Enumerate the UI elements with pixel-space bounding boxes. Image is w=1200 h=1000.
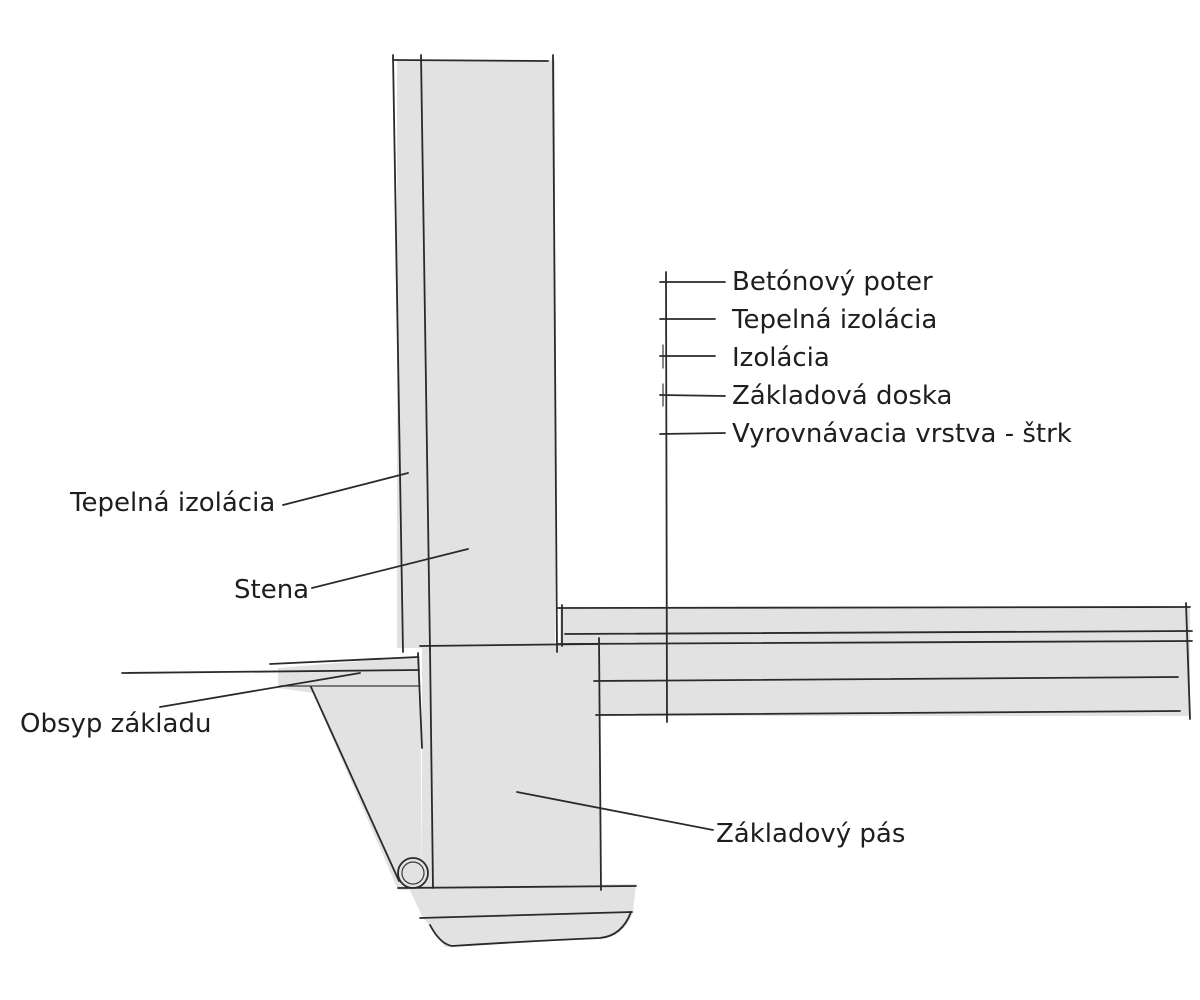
floor-layers-outline [419,602,1193,720]
backfill-outline [121,656,421,882]
label-wall-thermal-insulation: Tepelná izolácia [70,488,276,518]
foundation-strip-outline [397,637,637,891]
drain-pipe-icon [397,857,429,889]
wall-outline [392,54,558,653]
leader-wall [311,548,469,589]
leader-backfill [159,672,361,708]
label-backfill: Obsyp základu [20,709,212,739]
label-waterproofing: Izolácia [732,343,830,373]
label-concrete-screed: Betónový poter [732,267,933,297]
floor-layers-fill [560,608,1190,716]
floor-layers-callout [659,271,726,723]
label-leveling-gravel: Vyrovnávacia vrstva - štrk [732,419,1072,449]
leader-foundation-strip [516,791,714,831]
foundation-strip-fill [422,645,600,890]
leveling-layer-outline [419,911,633,947]
leader-wall-insulation [282,472,409,506]
label-foundation-slab: Základová doska [732,381,953,411]
label-floor-thermal-insulation: Tepelná izolácia [732,305,938,335]
label-foundation-strip: Základový pás [716,819,906,849]
wall-fill [397,60,555,648]
label-wall: Stena [234,575,310,605]
